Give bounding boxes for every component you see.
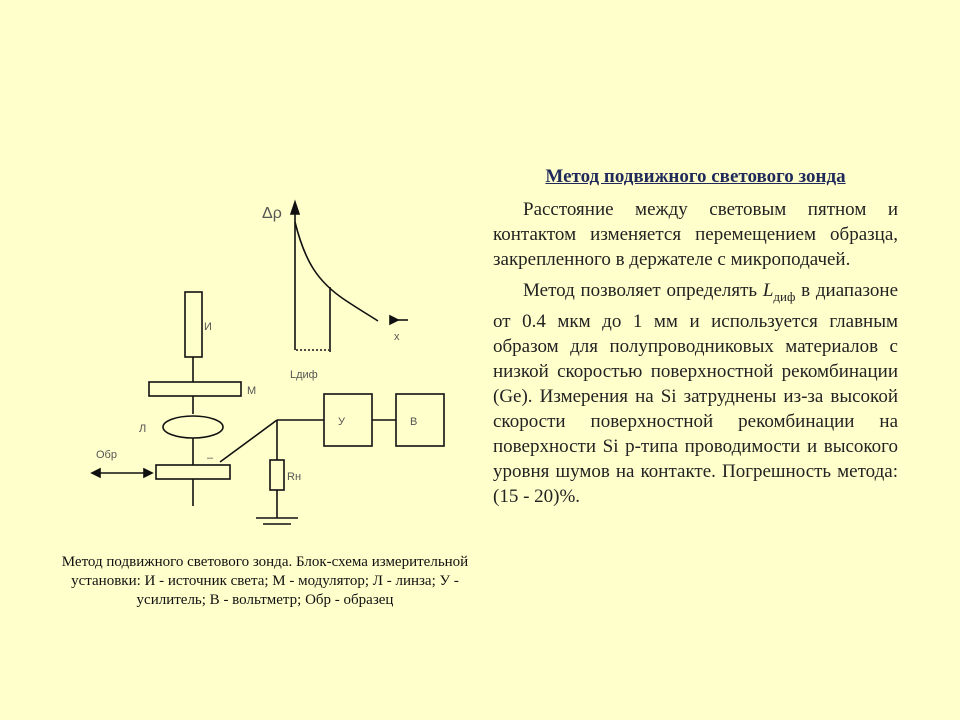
resistor-box (269, 459, 285, 491)
light-source-box (184, 291, 203, 358)
diagram-caption: Метод подвижного светового зонда. Блок-с… (61, 554, 469, 608)
voltmeter-label: В (410, 416, 417, 428)
l-dif-symbol: Lдиф (762, 280, 796, 304)
x-axis-arrow-icon (389, 314, 400, 326)
lens-shape (162, 415, 224, 439)
paragraph-1: Расстояние между световым пятном и конта… (493, 199, 898, 270)
modulator-label: М (247, 385, 256, 397)
arrow-left-icon (90, 467, 101, 479)
section-title: Метод подвижного светового зонда (545, 166, 846, 187)
optical-column (90, 291, 242, 506)
paragraph-2-start: Метод позволяет определять (523, 280, 758, 301)
decay-curve (294, 221, 379, 322)
sample-holder-box (155, 464, 231, 480)
lens-label: Л (139, 423, 146, 435)
sample-label: Обр (96, 449, 117, 461)
probe-wire (219, 419, 278, 463)
minus-sign: – (207, 452, 214, 464)
x-axis-label: x (394, 331, 400, 343)
y-axis-arrow-icon (289, 199, 301, 215)
decay-graph (289, 199, 408, 352)
text-panel: Метод подвижного светового зонда Расстоя… (493, 166, 898, 515)
paragraph-2: Метод позволяет определять Lдиф в диапаз… (493, 278, 898, 509)
amplifier-label: У (338, 416, 346, 428)
arrow-right-icon (143, 467, 154, 479)
amplifier-box (323, 393, 373, 447)
circuit (219, 393, 445, 525)
paragraph-2-rest: в диапазоне от 0.4 мкм до 1 мм и использ… (493, 280, 898, 507)
source-label: И (204, 321, 212, 333)
resistor-label: Rн (287, 471, 301, 483)
modulator-box (148, 381, 242, 397)
l-dif-label: Lдиф (290, 369, 318, 381)
delta-rho-label: Δρ (262, 205, 282, 222)
voltmeter-box (395, 393, 445, 447)
